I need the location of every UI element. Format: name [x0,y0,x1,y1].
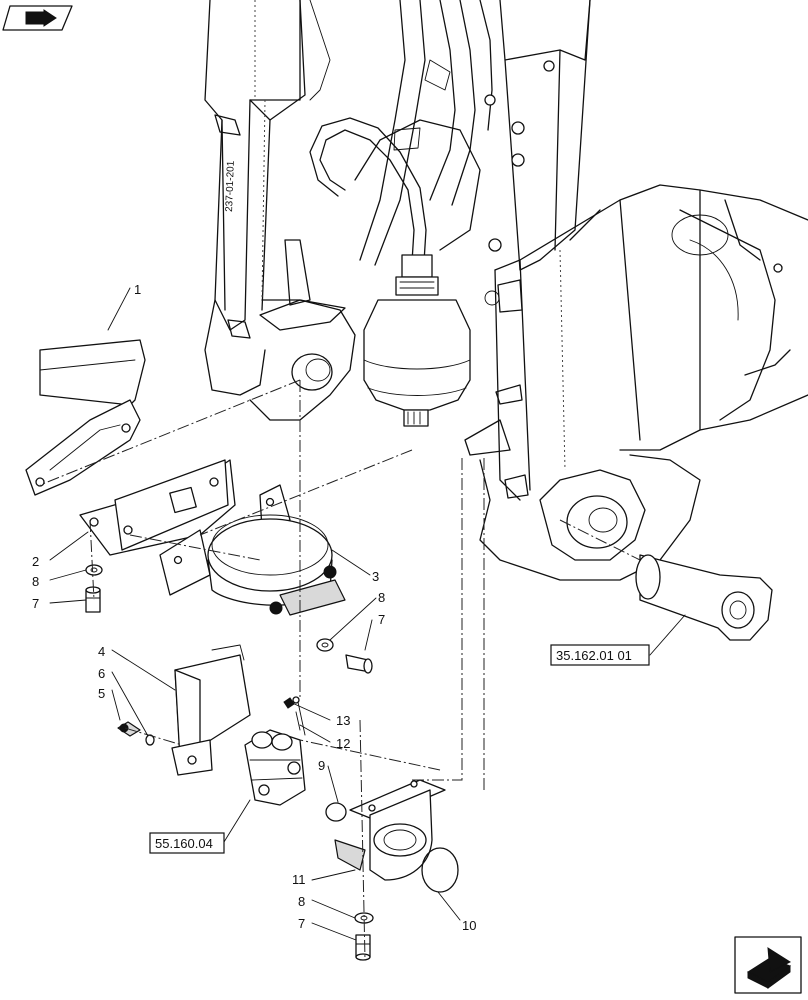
part-7-bolt-c [355,934,371,961]
arrow-book-icon[interactable] [2,5,73,31]
reference-box-valve[interactable]: 55.160.04 [149,832,225,854]
part-3-clamp [159,484,346,616]
part-4-lower-bracket [171,644,251,776]
part-7-bolt-a [85,586,101,613]
callout-7-a: 7 [32,596,39,611]
callout-7-b: 7 [378,612,385,627]
callout-10: 10 [462,918,476,933]
accumulator [309,117,471,427]
leader-lines [49,287,686,941]
part-7-bolt-b [345,654,373,674]
alignment-lines [39,379,641,961]
callout-13: 13 [336,713,350,728]
callout-12: 12 [336,736,350,751]
valve-block [244,696,306,806]
part-10-oring [421,847,459,893]
boom-stamp: 237-01-201 [224,160,237,212]
callout-7-c: 7 [298,916,305,931]
reference-hinge-pin-label: 35.162.01 01 [556,648,632,663]
callout-9: 9 [318,758,325,773]
part-9-oring [325,802,347,822]
callout-5: 5 [98,686,105,701]
part-8-washer-b [316,638,334,652]
part-1-upper-bracket [25,339,146,496]
part-8-washer-a [85,564,103,576]
callout-6: 6 [98,666,105,681]
callout-2: 2 [32,554,39,569]
callout-8-c: 8 [298,894,305,909]
part-11-cradle-bracket [334,779,446,881]
next-page-arrow-icon[interactable] [734,936,802,994]
reference-valve-label: 55.160.04 [155,836,213,851]
hinge-pin [635,554,773,641]
callout-8-b: 8 [378,590,385,605]
right-boom-arm [464,0,808,581]
parts-12-13-pins [283,697,301,731]
callout-8-a: 8 [32,574,39,589]
callout-4: 4 [98,644,105,659]
part-2-bracket-plate [79,459,236,556]
callout-1: 1 [134,282,141,297]
callout-3: 3 [372,569,379,584]
hydraulic-hoses [354,0,493,266]
reference-box-hinge-pin[interactable]: 35.162.01 01 [550,644,650,666]
callout-11: 11 [292,872,306,887]
left-boom-arm [204,0,356,421]
